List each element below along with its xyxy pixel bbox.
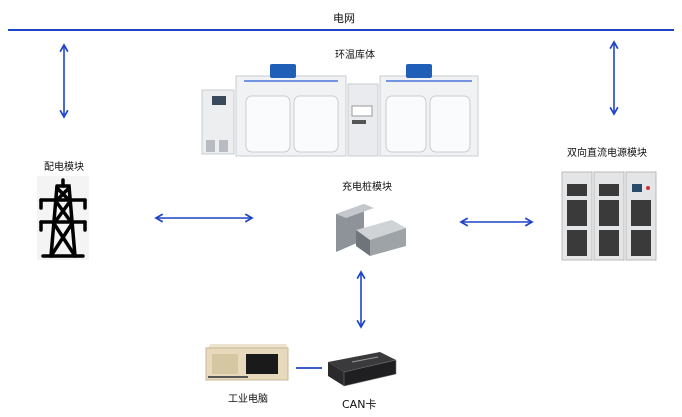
chamber-label: 环温库体 xyxy=(335,50,375,61)
grid-label: 电网 xyxy=(333,12,355,25)
distribution-label: 配电模块 xyxy=(44,162,84,173)
can-label: CAN卡 xyxy=(342,398,377,411)
power-tower-icon xyxy=(37,176,89,260)
industrial-pc-image xyxy=(204,340,290,382)
chamber-image xyxy=(200,62,480,158)
can-card-image xyxy=(324,348,400,388)
ipc-label: 工业电脑 xyxy=(228,394,268,405)
bidirectional-image xyxy=(560,168,660,264)
charger-label: 充电桩模块 xyxy=(342,182,392,193)
charger-image xyxy=(330,200,410,256)
bidirectional-label: 双向直流电源模块 xyxy=(567,148,647,159)
